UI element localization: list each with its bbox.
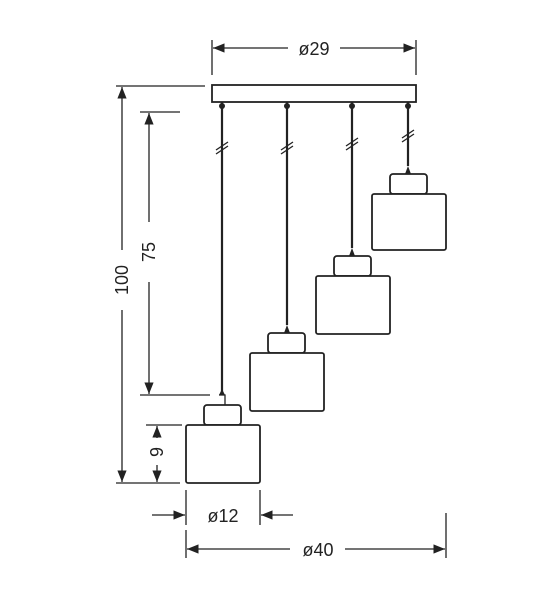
lamp-shade-2 (249, 325, 325, 412)
lamp-shade-3 (315, 248, 391, 335)
dimension-cord-height: 75 (139, 111, 210, 396)
dimension-shade-diameter: ø12 (152, 490, 293, 526)
cord-height-label: 75 (139, 242, 159, 262)
overall-width-label: ø40 (302, 540, 333, 560)
overall-height-label: 100 (112, 265, 132, 295)
dimension-overall-width: ø40 (185, 513, 447, 560)
pendant-cords (215, 102, 415, 395)
shade-height-label: 9 (147, 447, 167, 457)
canopy-diameter-label: ø29 (298, 39, 329, 59)
dimension-overall-height: 100 (112, 85, 205, 484)
shade-diameter-label: ø12 (207, 506, 238, 526)
dimension-shade-height: 9 (146, 424, 182, 482)
lamp-shade-4 (371, 166, 447, 251)
lamp-shade-1 (185, 389, 261, 484)
dimension-canopy-width: ø29 (211, 39, 417, 75)
ceiling-canopy (211, 84, 417, 103)
